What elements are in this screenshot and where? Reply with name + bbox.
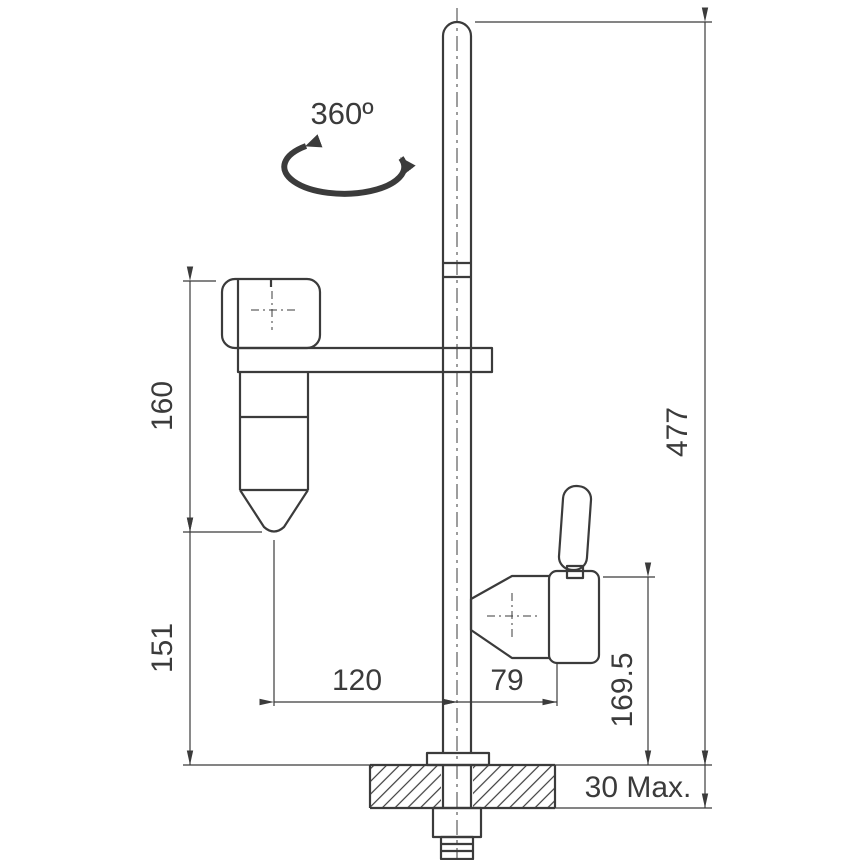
valve-cap	[547, 569, 601, 665]
spout-pipe	[441, 20, 473, 753]
valve-body	[469, 574, 549, 660]
dim-label-120: 120	[332, 664, 382, 697]
mounting-hardware	[425, 751, 491, 860]
threaded-shank	[439, 835, 475, 860]
dim-label-160: 160	[146, 381, 179, 431]
filter-tip	[239, 489, 309, 533]
dimension-151: 151	[146, 517, 194, 765]
filter-center-mark	[251, 291, 295, 330]
base-flange	[425, 751, 491, 767]
filter-head	[220, 277, 322, 350]
dimension-30-max: 30 Max.	[585, 750, 709, 808]
dimension-120: 120	[259, 664, 457, 706]
filter-unit	[220, 277, 322, 533]
dimension-79: 79	[442, 664, 557, 706]
dim-label-30-max: 30 Max.	[585, 771, 692, 804]
rotation-label: 360º	[310, 96, 373, 131]
countertop-cross-section	[368, 763, 557, 810]
dimension-169-5: 169.5	[606, 562, 652, 765]
dimension-477: 477	[661, 7, 709, 765]
valve-center-mark	[487, 593, 541, 641]
dim-label-151: 151	[146, 623, 179, 673]
dim-label-169-5: 169.5	[606, 652, 639, 727]
dimension-160: 160	[146, 266, 194, 532]
mixer-valve	[469, 484, 601, 665]
handle-lever	[557, 484, 593, 572]
rotation-arrow-icon	[281, 134, 416, 197]
side-arm	[236, 346, 494, 374]
dim-label-79: 79	[490, 664, 523, 697]
dim-label-477: 477	[661, 407, 694, 457]
